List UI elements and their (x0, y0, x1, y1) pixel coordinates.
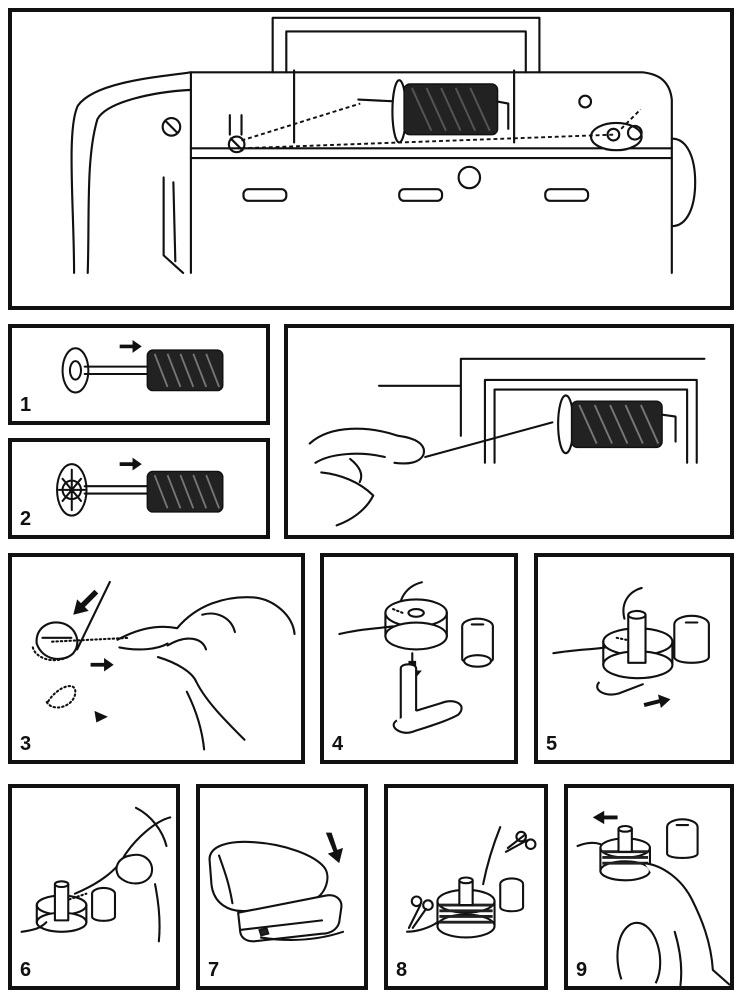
step-panel-3: 3 (8, 553, 305, 764)
step-panel-6: 6 (8, 784, 180, 990)
bobbin-winder-icon (591, 123, 642, 150)
step-panel-8: 8 (384, 784, 548, 990)
arrow-icon (73, 590, 98, 615)
arrow-icon (120, 340, 142, 353)
step-panel-5: 5 (534, 553, 734, 764)
scissors-icon (409, 897, 433, 928)
bobbin-remove-illustration (568, 788, 730, 986)
thread-trim-illustration (388, 788, 544, 986)
arrow-icon (94, 711, 107, 723)
spool-cap-small-illustration (12, 328, 266, 421)
step-number: 1 (20, 395, 31, 415)
step-number: 6 (20, 960, 31, 980)
step-number: 2 (20, 509, 31, 529)
step-number: 8 (396, 960, 407, 980)
step-number: 3 (20, 734, 31, 754)
arrow-icon (91, 658, 114, 671)
foot-pedal-illustration (200, 788, 364, 986)
thread-pull-panel (284, 324, 734, 539)
thread-guide-illustration (12, 557, 301, 760)
step-number: 4 (332, 734, 343, 754)
thread-wind-hand-illustration (12, 788, 176, 986)
step-panel-1: 1 (8, 324, 270, 425)
bobbin-onto-spindle-illustration (324, 557, 514, 760)
step-number: 9 (576, 960, 587, 980)
arrow-icon (120, 458, 142, 471)
step-panel-4: 4 (320, 553, 518, 764)
machine-top-view-panel (8, 8, 734, 310)
machine-top-view-illustration (12, 12, 730, 306)
arrow-icon (326, 833, 343, 864)
thread-pull-illustration (288, 328, 730, 535)
bobbin-push-illustration (538, 557, 730, 760)
step-number: 7 (208, 960, 219, 980)
step-panel-2: 2 (8, 438, 270, 539)
arrow-icon (593, 811, 618, 824)
scissors-icon (506, 832, 535, 852)
step-panel-9: 9 (564, 784, 734, 990)
step-panel-7: 7 (196, 784, 368, 990)
arrow-icon (644, 695, 671, 708)
spool-cap-large-illustration (12, 442, 266, 535)
step-number: 5 (546, 734, 557, 754)
